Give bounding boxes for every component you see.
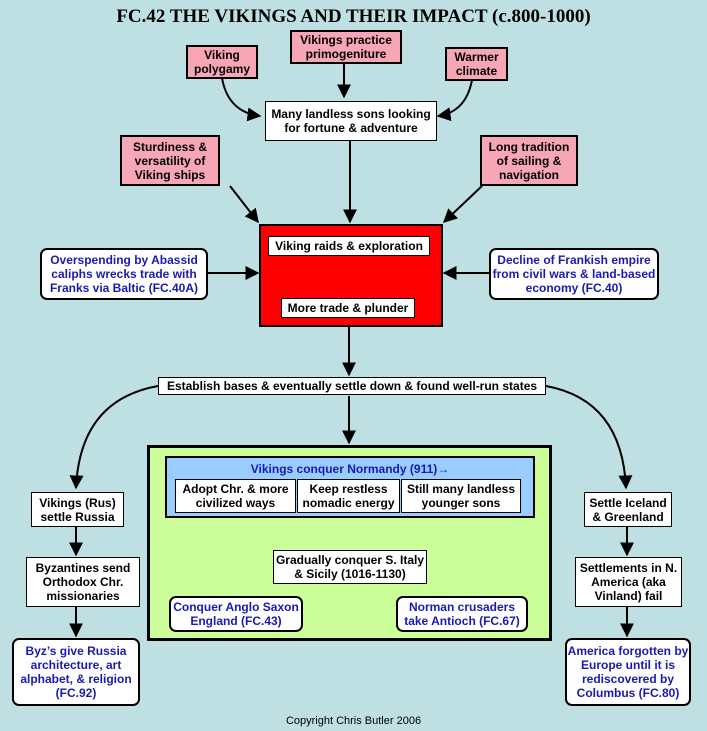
america-box: America forgotten by Europe until it is … xyxy=(565,638,691,706)
antioch-box: Norman crusaders take Antioch (FC.67) xyxy=(396,596,528,632)
cause-ships: Sturdiness & versatility of Viking ships xyxy=(120,135,220,186)
restless-box: Keep restless nomadic energy xyxy=(297,479,400,513)
copyright-footer: Copyright Chris Butler 2006 xyxy=(285,715,422,727)
raids-box: Viking raids & exploration xyxy=(268,236,430,256)
trade-box: More trade & plunder xyxy=(281,298,415,318)
iceland-box: Settle Iceland & Greenland xyxy=(584,492,672,527)
abassid-box: Overspending by Abassid caliphs wrecks t… xyxy=(40,248,208,300)
byz-give-box: Byz’s give Russia architecture, art alph… xyxy=(12,638,140,706)
adopt-box: Adopt Chr. & more civilized ways xyxy=(175,479,296,513)
rus-box: Vikings (Rus) settle Russia xyxy=(31,492,124,527)
cause-primogeniture: Vikings practice primogeniture xyxy=(290,30,402,64)
normandy-heading: Vikings conquer Normandy (911)→ xyxy=(250,462,450,476)
frankish-box: Decline of Frankish empire from civil wa… xyxy=(489,248,659,300)
italy-box: Gradually conquer S. Italy & Sicily (101… xyxy=(273,550,427,584)
cause-polygamy: Viking polygamy xyxy=(186,45,258,79)
cause-sailing: Long tradition of sailing & navigation xyxy=(480,135,578,186)
page-title: FC.42 THE VIKINGS AND THEIR IMPACT (c.80… xyxy=(116,6,591,27)
cause-climate: Warmer climate xyxy=(445,47,508,81)
england-box: Conquer Anglo Saxon England (FC.43) xyxy=(169,596,303,632)
landless-sons-box: Many landless sons looking for fortune &… xyxy=(265,101,437,141)
bases-box: Establish bases & eventually settle down… xyxy=(158,377,546,395)
younger-sons-box: Still many landless younger sons xyxy=(401,479,521,513)
byzantines-box: Byzantines send Orthodox Chr. missionari… xyxy=(26,557,140,607)
vinland-box: Settlements in N. America (aka Vinland) … xyxy=(575,557,682,607)
